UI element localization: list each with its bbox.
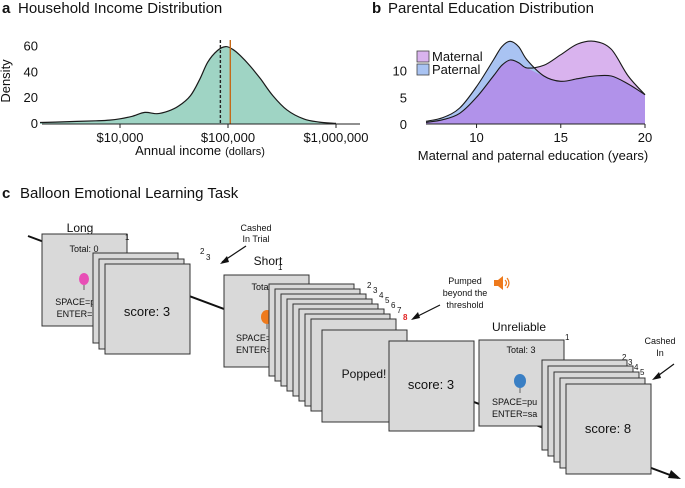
- panel-a-x-tick-label: $100,000: [201, 130, 255, 145]
- legend-label-maternal: Maternal: [432, 49, 483, 64]
- annot-pumped-3: threshold: [446, 300, 483, 310]
- count-short-5: 5: [385, 296, 390, 305]
- panel-a-xlabel-unit: (dollars): [225, 146, 265, 158]
- panel-b-x-ticks: 10 15 20: [469, 124, 652, 145]
- annot-cashed-in-1: Cashed: [644, 336, 675, 346]
- panel-a-letter: a: [2, 0, 11, 17]
- panel-a-ylabel: Density: [0, 59, 13, 103]
- balloon-unreliable: [514, 374, 526, 388]
- speaker-body: [494, 280, 498, 286]
- count-short-4: 4: [379, 291, 384, 300]
- speaker-wave-1: [504, 279, 508, 287]
- panel-b-xlabel: Maternal and paternal education (years): [418, 148, 649, 163]
- count-short-7: 7: [397, 306, 402, 315]
- panel-a-y-tick: 20: [24, 90, 38, 105]
- panel-b-y-tick: 5: [400, 90, 407, 105]
- task-card-short-score: [388, 340, 475, 432]
- popped-text: Popped!: [342, 367, 387, 381]
- count-long-2: 2: [200, 247, 205, 256]
- annot-pumped-2: beyond the: [443, 288, 488, 298]
- panel-b: b Parental Education Distribution 0 5 10 1…: [372, 0, 652, 163]
- panel-a-y-tick: 40: [24, 64, 38, 79]
- panel-a-y-tick: 60: [24, 39, 38, 54]
- card-instr-save-short: ENTER=sa: [236, 345, 281, 355]
- card-total-unreliable: Total: 3: [506, 345, 535, 355]
- income-density-line: [40, 45, 337, 124]
- speaker-cone: [498, 276, 503, 290]
- count-unreliable-3: 3: [628, 358, 633, 367]
- annot-cashed-in-arrowhead: [652, 372, 661, 380]
- balloon-icon-long: [79, 273, 89, 290]
- panel-a-y-ticks: 0 20 40 60: [24, 39, 38, 131]
- count-short-6: 6: [391, 301, 396, 310]
- panel-a-xlabel: Annual income (dollars): [135, 143, 265, 158]
- task-card-unreliable-score: [565, 383, 652, 475]
- score-long: score: 3: [124, 304, 170, 319]
- panel-a-title: Household Income Distribution: [18, 0, 222, 17]
- panel-a-xlabel-main: Annual income: [135, 143, 221, 158]
- score-unreliable: score: 8: [585, 421, 631, 436]
- count-unreliable-4: 4: [634, 363, 639, 372]
- score-short: score: 3: [408, 377, 454, 392]
- panel-b-x-tick-label: 10: [469, 130, 483, 145]
- condition-label-long: Long: [67, 221, 94, 235]
- panel-a-y-tick: 0: [31, 116, 38, 131]
- income-density-area: [40, 46, 336, 124]
- education-line-maternal: [425, 40, 646, 123]
- education-area-overlap: [426, 59, 645, 124]
- task-card-long-score: [104, 263, 191, 355]
- card-total-long: Total: 0: [69, 244, 98, 254]
- timeline-arrowhead: [668, 470, 681, 479]
- panel-a: a Household Income Distribution Density …: [0, 0, 369, 158]
- count-unreliable-5: 5: [640, 368, 645, 377]
- speaker-icon: [494, 276, 510, 290]
- card-instr-pump-short: SPACE=pu: [236, 333, 281, 343]
- panel-b-title: Parental Education Distribution: [388, 0, 594, 17]
- annot-pumped-1: Pumped: [448, 276, 482, 286]
- panel-b-y-ticks: 0 5 10: [393, 64, 407, 132]
- annot-cashed-trial-1: Cashed: [240, 223, 271, 233]
- count-short-1: 1: [278, 263, 283, 272]
- panel-a-x-ticks: $10,000 $100,000 $1,000,000: [97, 124, 369, 145]
- panel-c: c Balloon Emotional Learning Task Long T…: [2, 185, 681, 479]
- panel-a-x-tick-label: $1,000,000: [303, 130, 368, 145]
- condition-label-short: Short: [254, 254, 283, 268]
- card-instr-save-unreliable: ENTER=sa: [492, 409, 537, 419]
- legend-swatch-maternal: [416, 50, 430, 63]
- count-short-3: 3: [373, 286, 378, 295]
- condition-label-unreliable: Unreliable: [492, 320, 546, 334]
- card-instr-pump-unreliable: SPACE=pu: [492, 397, 537, 407]
- legend-label-paternal: Paternal: [432, 62, 481, 77]
- card-instr-pump-long: SPACE=pump: [55, 297, 113, 307]
- panel-b-x-tick-label: 15: [554, 130, 568, 145]
- balloon-long: [79, 273, 89, 285]
- count-unreliable-1: 1: [565, 333, 570, 342]
- panel-b-x-tick-label: 20: [638, 130, 652, 145]
- education-line-paternal: [425, 40, 646, 122]
- panel-b-y-tick: 10: [393, 64, 407, 79]
- annot-cashed-trial-2: In Trial: [242, 234, 269, 244]
- legend-swatch-paternal: [416, 63, 430, 76]
- panel-c-title: Balloon Emotional Learning Task: [20, 185, 239, 202]
- panel-b-y-tick: 0: [400, 117, 407, 132]
- count-long-1: 1: [125, 233, 130, 242]
- balloon-icon-unreliable: [514, 374, 526, 393]
- panel-c-letter: c: [2, 185, 10, 202]
- panel-a-plot: [40, 40, 337, 124]
- count-short-2: 2: [367, 281, 372, 290]
- annot-cashed-trial-arrowhead: [220, 256, 229, 264]
- speaker-wave-2: [506, 277, 510, 289]
- panel-b-legend: Maternal Paternal: [416, 49, 483, 77]
- card-total-short: Total: 3: [251, 282, 280, 292]
- count-unreliable-2: 2: [622, 353, 627, 362]
- panel-b-plot: [425, 40, 646, 124]
- annot-cashed-in-2: In: [656, 348, 664, 358]
- card-instr-save-long: ENTER=save: [57, 309, 112, 319]
- panel-b-letter: b: [372, 0, 381, 17]
- count-long-3: 3: [206, 253, 211, 262]
- count-short-8-popped: 8: [403, 313, 408, 322]
- annot-pumped-arrowhead: [411, 312, 420, 320]
- panel-a-x-tick-label: $10,000: [97, 130, 144, 145]
